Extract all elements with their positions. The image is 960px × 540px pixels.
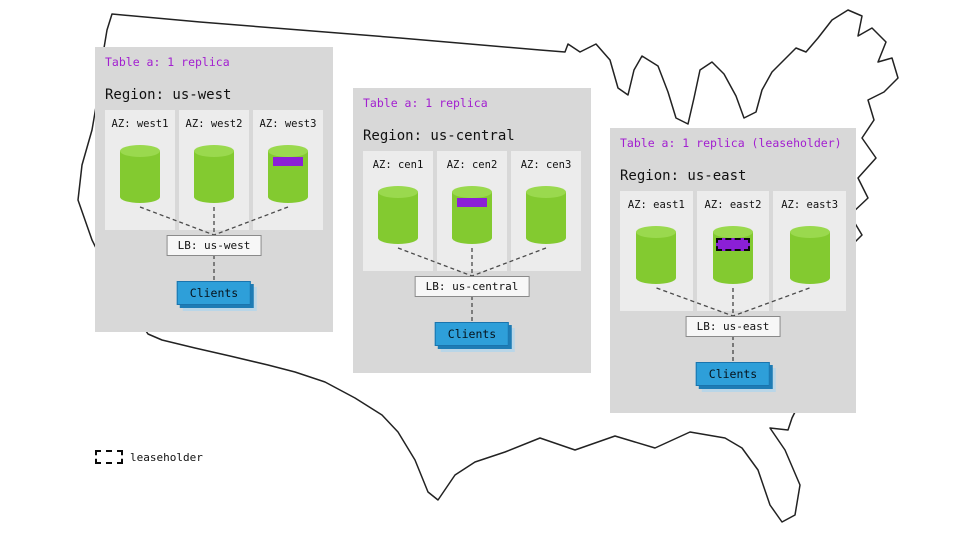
- leaseholder-dashed-swatch: [95, 450, 123, 464]
- leaseholder-replica-marker: [716, 238, 750, 251]
- database-cylinder: [634, 224, 678, 286]
- az-box-east2: AZ: east2: [696, 191, 770, 311]
- az-label: AZ: east2: [704, 199, 762, 211]
- region-panel-us-east: Table a: 1 replica (leaseholder) Region:…: [610, 128, 856, 413]
- az-box-west1: AZ: west1: [105, 110, 175, 230]
- region-panel-us-central: Table a: 1 replica Region: us-central AZ…: [353, 88, 591, 373]
- database-cylinder: [118, 143, 162, 205]
- database-cylinder: [450, 184, 494, 246]
- load-balancer-box: LB: us-central: [414, 276, 530, 297]
- az-label: AZ: west3: [259, 118, 317, 130]
- cylinder-icon: [636, 226, 677, 284]
- legend-label: leaseholder: [130, 450, 203, 464]
- az-label: AZ: cen2: [446, 159, 498, 171]
- database-cylinder: [266, 143, 310, 205]
- region-panel-us-west: Table a: 1 replica Region: us-west AZ: w…: [95, 47, 333, 332]
- cylinder-icon: [526, 186, 566, 244]
- cylinder-icon: [713, 226, 753, 284]
- replica-marker: [273, 157, 303, 166]
- load-balancer-box: LB: us-west: [166, 235, 262, 256]
- clients-box: Clients: [695, 362, 771, 386]
- az-label: AZ: west2: [185, 118, 243, 130]
- az-box-west2: AZ: west2: [179, 110, 249, 230]
- az-box-east3: AZ: east3: [773, 191, 847, 311]
- az-box-cen2: AZ: cen2: [437, 151, 507, 271]
- table-replica-label: Table a: 1 replica: [363, 96, 488, 110]
- load-balancer-box: LB: us-east: [685, 316, 781, 337]
- clients-box: Clients: [176, 281, 252, 305]
- database-cylinder: [376, 184, 420, 246]
- az-label: AZ: east3: [781, 199, 839, 211]
- az-label: AZ: cen1: [372, 159, 424, 171]
- az-row: AZ: west1 AZ: west2 AZ: west3: [105, 110, 323, 230]
- database-cylinder: [524, 184, 568, 246]
- database-cylinder: [192, 143, 236, 205]
- cylinder-icon: [194, 145, 234, 203]
- database-cylinder: [711, 224, 755, 286]
- table-replica-label: Table a: 1 replica: [105, 55, 230, 69]
- az-label: AZ: cen3: [520, 159, 572, 171]
- replica-marker: [457, 198, 487, 207]
- clients-box: Clients: [434, 322, 510, 346]
- region-label: Region: us-central: [363, 128, 515, 144]
- az-row: AZ: east1 AZ: east2 AZ: east3: [620, 191, 847, 311]
- legend: leaseholder: [95, 450, 203, 464]
- cylinder-icon: [120, 145, 160, 203]
- cylinder-icon: [452, 186, 492, 244]
- az-row: AZ: cen1 AZ: cen2 AZ: cen3: [363, 151, 581, 271]
- database-cylinder: [788, 224, 832, 286]
- table-replica-label: Table a: 1 replica (leaseholder): [620, 136, 842, 150]
- cylinder-icon: [268, 145, 308, 203]
- cylinder-icon: [789, 226, 830, 284]
- region-label: Region: us-east: [620, 168, 747, 184]
- cylinder-icon: [378, 186, 418, 244]
- az-box-cen3: AZ: cen3: [511, 151, 581, 271]
- region-label: Region: us-west: [105, 87, 232, 103]
- az-box-cen1: AZ: cen1: [363, 151, 433, 271]
- az-box-east1: AZ: east1: [620, 191, 693, 311]
- az-box-west3: AZ: west3: [253, 110, 323, 230]
- az-label: AZ: west1: [111, 118, 169, 130]
- az-label: AZ: east1: [627, 199, 685, 211]
